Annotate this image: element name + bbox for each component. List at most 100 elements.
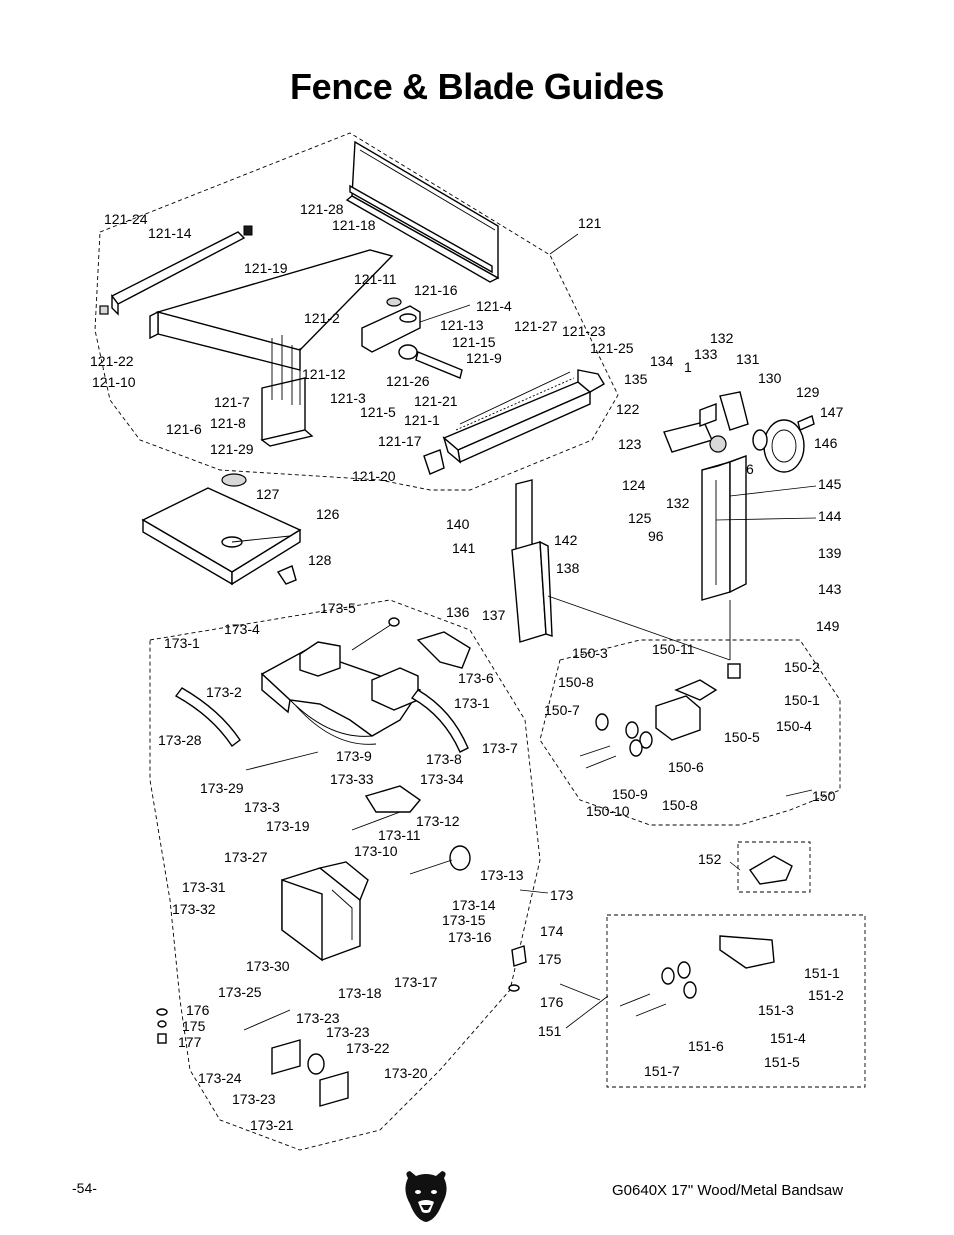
fence-extrusion: [345, 140, 500, 283]
part-label: 135: [624, 371, 648, 387]
fence-assembly-outline: [94, 132, 619, 491]
part-label: 145: [818, 476, 842, 492]
part-label: 121-11: [354, 271, 397, 287]
bearing: [307, 1053, 325, 1075]
part-label: 121-3: [330, 390, 366, 406]
part-label: 132: [710, 330, 734, 346]
part-label: 173-14: [452, 897, 496, 913]
part-label: 173-28: [158, 732, 202, 748]
part-label: 173-16: [448, 929, 492, 945]
part-label: 175: [182, 1018, 206, 1034]
handwheel: [752, 415, 815, 473]
part-label: 150-8: [662, 797, 698, 813]
part-label: 173-1: [454, 695, 490, 711]
part-label: 151-7: [644, 1063, 680, 1079]
lower-guide-block: [281, 861, 369, 962]
part-label: 121: [578, 215, 602, 231]
part-label: 121-28: [300, 201, 344, 217]
part-label: 121-2: [304, 310, 340, 326]
part-label: 133: [694, 346, 718, 362]
part-label: 150-1: [784, 692, 820, 708]
part-label: 121-29: [210, 441, 254, 457]
part-label: 150: [812, 788, 836, 804]
part-label: 173-6: [458, 670, 494, 686]
leader-lines: [519, 233, 817, 1029]
part-label: 173-23: [296, 1010, 340, 1026]
part-label: 121-23: [562, 323, 606, 339]
part-label: 173-4: [224, 621, 260, 637]
part-label: 151-6: [688, 1038, 724, 1054]
part-label: 140: [446, 516, 470, 532]
part-label: 121-16: [414, 282, 458, 298]
rear-rail: [99, 225, 253, 316]
part-label: 173-3: [244, 799, 280, 815]
curved-scale-right: [410, 689, 469, 753]
part-label: 173-7: [482, 740, 518, 756]
part-label: 121-7: [214, 394, 250, 410]
part-label: 121-12: [302, 366, 346, 382]
part-label: 173-5: [320, 600, 356, 616]
part-label: 121-10: [92, 374, 136, 390]
part-label: 152: [698, 851, 722, 867]
part-label: 150-7: [544, 702, 580, 718]
part-label: 173-21: [250, 1117, 294, 1133]
part-label: 173-1: [164, 635, 200, 651]
part-label: 150-10: [586, 803, 630, 819]
part-label: 139: [818, 545, 842, 561]
part-label: 173-19: [266, 818, 310, 834]
part-label: 151-1: [804, 965, 840, 981]
part-label: 151: [538, 1023, 562, 1039]
trunnion: [260, 641, 422, 745]
part-label: 121-5: [360, 404, 396, 420]
part-152-box: [737, 841, 811, 893]
guide-post-column: [701, 454, 747, 660]
front-scale-rail: [442, 369, 605, 464]
shaft-173-25: [243, 1009, 291, 1031]
part-label: 150-4: [776, 718, 812, 734]
part-label: 151-3: [758, 1002, 794, 1018]
part-label: 173-34: [420, 771, 464, 787]
part-label: 173-20: [384, 1065, 428, 1081]
guide-plate-left: [271, 1039, 301, 1075]
part-label: 173-33: [330, 771, 374, 787]
part-label: 173-31: [182, 879, 226, 895]
part-label: 151-4: [770, 1030, 806, 1046]
part-label: 150-2: [784, 659, 820, 675]
part-label: 173: [550, 887, 574, 903]
lower-blade-guide: [619, 935, 775, 1017]
part-label: 174: [540, 923, 564, 939]
part-label: 143: [818, 581, 842, 597]
guide-arm: [416, 631, 471, 669]
part-label: 138: [556, 560, 580, 576]
upper-guide-block: [579, 663, 741, 769]
part-label: 126: [316, 506, 340, 522]
part-label: 122: [616, 401, 640, 417]
part-label: 173-22: [346, 1040, 390, 1056]
part-label: 134: [650, 353, 674, 369]
part-label: 137: [482, 607, 506, 623]
part-label: 150-11: [652, 641, 695, 657]
bolt: [351, 617, 400, 651]
part-label: 131: [736, 351, 760, 367]
part-label: 173-29: [200, 780, 244, 796]
long-bolt: [245, 751, 319, 771]
part-label: 121-21: [414, 393, 458, 409]
part-label: 173-24: [198, 1070, 242, 1086]
grizzly-bear-head-icon: [405, 1171, 447, 1222]
page-title: Fence & Blade Guides: [289, 66, 665, 107]
part-label: 128: [308, 552, 332, 568]
part-label: 136: [446, 604, 470, 620]
part-label: 173-11: [378, 827, 421, 843]
guide-shaft: [351, 785, 422, 831]
part-label: 144: [818, 508, 842, 524]
part-label: 121-25: [590, 340, 634, 356]
front-rail: [149, 249, 394, 371]
lock-bracket: [260, 335, 314, 447]
part-label: 150-3: [572, 645, 608, 661]
part-label: 173-15: [442, 912, 486, 928]
part-label: 121-8: [210, 415, 246, 431]
part-label: 150-6: [668, 759, 704, 775]
part-label: 173-10: [354, 843, 398, 859]
